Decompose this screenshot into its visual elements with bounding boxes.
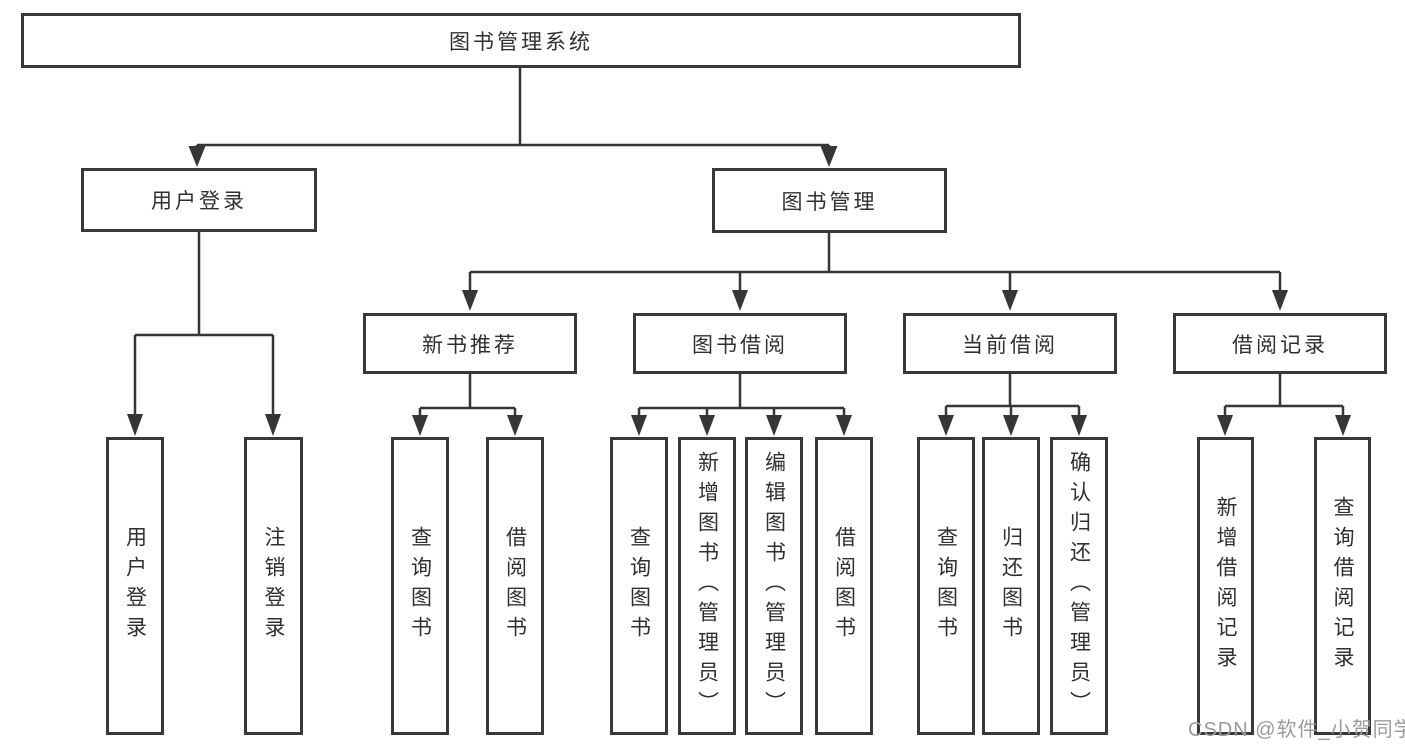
edge-userlogin-leaves xyxy=(133,232,275,415)
arrow-down-icon xyxy=(127,414,143,436)
arrow-down-icon xyxy=(631,415,647,436)
arrow-down-icon xyxy=(188,146,206,167)
arrow-down-icon xyxy=(412,415,428,436)
edge-recommend-leaves xyxy=(418,374,517,416)
arrow-down-icon xyxy=(938,415,954,436)
arrow-down-icon xyxy=(507,415,523,436)
edge-root-level2 xyxy=(195,68,831,147)
arrow-down-icon xyxy=(1002,290,1018,311)
leaf-query-books-current: 查询图书 xyxy=(917,437,975,735)
leaf-query-books-recommend: 查询图书 xyxy=(391,437,449,735)
node-user-login: 用户登录 xyxy=(81,168,317,232)
arrow-down-icon xyxy=(1003,415,1019,436)
tree-edges xyxy=(133,68,1345,416)
arrowheads xyxy=(127,146,1351,436)
edge-records-leaves xyxy=(1223,374,1345,416)
leaf-return-books: 归还图书 xyxy=(982,437,1040,735)
node-book-management: 图书管理 xyxy=(712,168,947,233)
leaf-query-borrow-record: 查询借阅记录 xyxy=(1314,437,1371,735)
arrow-down-icon xyxy=(820,146,838,167)
arrow-down-icon xyxy=(732,290,748,311)
leaf-borrow-books: 借阅图书 xyxy=(815,437,873,735)
arrow-down-icon xyxy=(265,414,281,436)
leaf-user-login: 用户登录 xyxy=(106,437,164,735)
node-root-library-system: 图书管理系统 xyxy=(21,13,1021,68)
edge-current-leaves xyxy=(944,374,1081,416)
arrow-down-icon xyxy=(1335,415,1351,436)
leaf-add-borrow-record: 新增借阅记录 xyxy=(1197,437,1254,735)
edge-borrow-leaves xyxy=(637,374,846,416)
arrow-down-icon xyxy=(836,415,852,436)
leaf-add-books-admin: 新增图书（管理员） xyxy=(678,437,736,735)
leaf-confirm-return-admin: 确认归还（管理员） xyxy=(1050,437,1108,735)
arrow-down-icon xyxy=(766,415,782,436)
leaf-query-books-borrow: 查询图书 xyxy=(610,437,668,735)
node-book-borrow: 图书借阅 xyxy=(633,313,847,374)
arrow-down-icon xyxy=(1217,415,1233,436)
leaf-edit-books-admin: 编辑图书（管理员） xyxy=(745,437,803,735)
arrow-down-icon xyxy=(1272,290,1288,311)
node-borrow-records: 借阅记录 xyxy=(1173,313,1387,374)
node-current-borrow: 当前借阅 xyxy=(903,313,1117,374)
edge-bookmgmt-level3 xyxy=(468,233,1282,291)
arrow-down-icon xyxy=(699,415,715,436)
leaf-borrow-books-recommend: 借阅图书 xyxy=(486,437,544,735)
arrow-down-icon xyxy=(1071,415,1087,436)
arrow-down-icon xyxy=(462,290,478,311)
csdn-watermark: CSDN @软件_小贺同学 xyxy=(1188,719,1405,741)
node-new-book-recommend: 新书推荐 xyxy=(363,313,577,374)
leaf-logout: 注销登录 xyxy=(244,437,303,735)
